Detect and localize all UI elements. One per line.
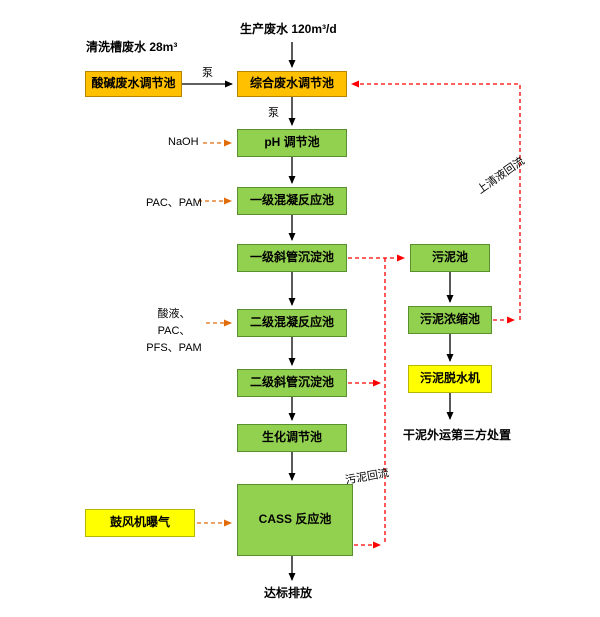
node-blower-aeration: 鼓风机曝气 [85, 509, 195, 537]
node-stage2-coagulation-tank: 二级混凝反应池 [237, 309, 347, 337]
pac-pam-dosing-label: PAC、PAM [146, 197, 202, 209]
dose2-line2: PFS、PAM [146, 342, 202, 355]
node-stage1-sedimentation-tank: 一级斜管沉淀池 [237, 244, 347, 272]
source-cleaning-tank-wastewater: 清洗槽废水 28m³ [86, 40, 178, 54]
node-cass-reactor: CASS 反应池 [237, 484, 353, 556]
node-biochemical-adjustment-tank: 生化调节池 [237, 424, 347, 452]
node-sludge-tank: 污泥池 [410, 244, 490, 272]
node-comprehensive-equalization-tank: 综合废水调节池 [237, 71, 347, 97]
dry-sludge-disposal-label: 干泥外运第三方处置 [403, 428, 512, 442]
node-sludge-thickener: 污泥浓缩池 [408, 306, 492, 334]
node-ph-adjustment-tank: pH 调节池 [237, 129, 347, 157]
node-stage2-sedimentation-tank: 二级斜管沉淀池 [237, 369, 347, 397]
naoh-dosing-label: NaOH [168, 136, 199, 148]
node-sludge-dewatering-machine: 污泥脱水机 [408, 365, 492, 393]
supernatant-return-label: 上清液回流 [475, 155, 528, 197]
pump-label-1: 泵 [202, 67, 213, 79]
compliant-discharge-label: 达标排放 [264, 586, 313, 600]
node-acid-alkali-equalization-tank: 酸碱废水调节池 [85, 71, 182, 97]
node-stage1-coagulation-tank: 一级混凝反应池 [237, 187, 347, 215]
acid-pac-pfs-pam-dosing-label: 酸液、PAC、 PFS、PAM [142, 306, 206, 357]
sludge-return-label: 污泥回流 [344, 467, 390, 487]
pump-label-2: 泵 [268, 107, 279, 119]
source-production-wastewater: 生产废水 120m³/d [240, 22, 337, 36]
dose2-line1: 酸液、PAC、 [157, 308, 191, 338]
arrow-supernatant-return-to-comprehensive [351, 80, 521, 320]
